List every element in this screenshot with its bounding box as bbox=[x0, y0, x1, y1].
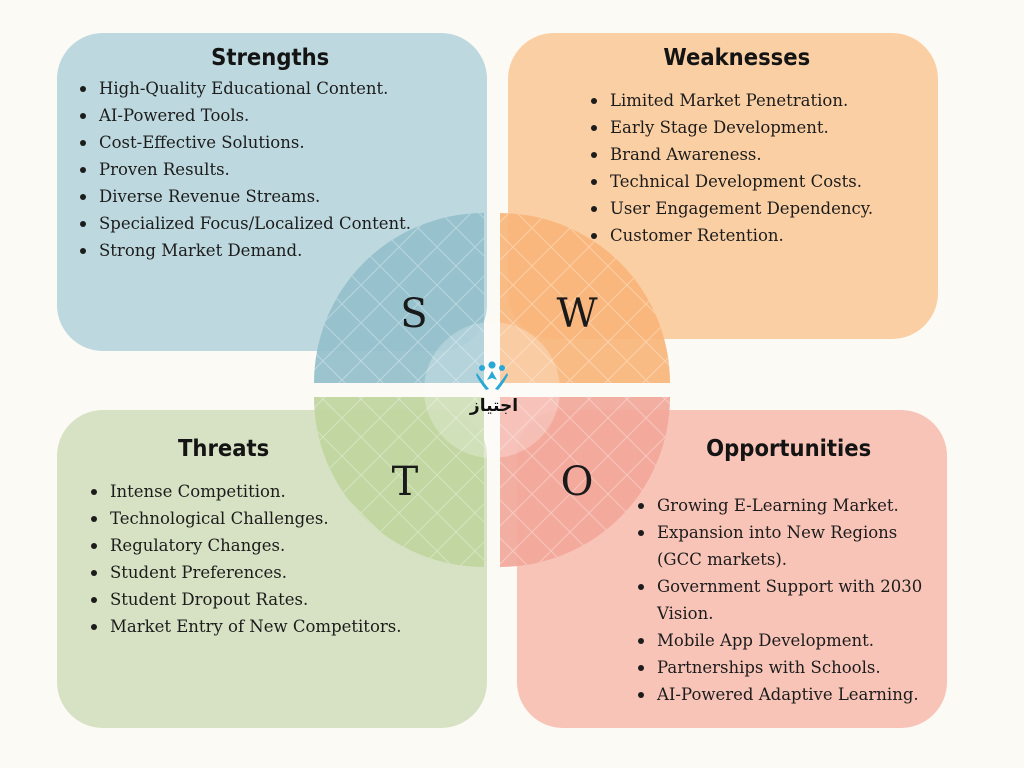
opportunities-list: Growing E-Learning Market.Expansion into… bbox=[635, 492, 935, 708]
list-item: Partnerships with Schools. bbox=[635, 654, 935, 681]
logo-text: اجتياز bbox=[469, 396, 519, 416]
list-item: Student Preferences. bbox=[88, 559, 478, 586]
list-item: High-Quality Educational Content. bbox=[77, 75, 487, 102]
list-item: Cost-Effective Solutions. bbox=[77, 129, 487, 156]
wedge-pattern bbox=[314, 213, 670, 567]
opportunities-title: Opportunities bbox=[706, 436, 872, 462]
letter-t: T bbox=[392, 459, 419, 505]
list-item: Student Dropout Rates. bbox=[88, 586, 478, 613]
list-item: Proven Results. bbox=[77, 156, 487, 183]
list-item: Growing E-Learning Market. bbox=[635, 492, 935, 519]
letter-w: W bbox=[556, 291, 597, 337]
letter-o: O bbox=[561, 459, 594, 505]
list-item: Brand Awareness. bbox=[588, 141, 928, 168]
people-group-icon bbox=[476, 361, 508, 390]
list-item: User Engagement Dependency. bbox=[588, 195, 928, 222]
list-item: Regulatory Changes. bbox=[88, 532, 478, 559]
list-item: Technical Development Costs. bbox=[588, 168, 928, 195]
list-item: Technological Challenges. bbox=[88, 505, 478, 532]
center-hub bbox=[424, 322, 560, 458]
list-item: Diverse Revenue Streams. bbox=[77, 183, 487, 210]
list-item: Early Stage Development. bbox=[588, 114, 928, 141]
list-item: Expansion into New Regions (GCC markets)… bbox=[635, 519, 935, 573]
threats-list: Intense Competition.Technological Challe… bbox=[88, 478, 478, 640]
list-item: Government Support with 2030 Vision. bbox=[635, 573, 935, 627]
letter-s: S bbox=[400, 291, 427, 337]
list-item: Mobile App Development. bbox=[635, 627, 935, 654]
strengths-title: Strengths bbox=[211, 45, 330, 71]
list-item: Intense Competition. bbox=[88, 478, 478, 505]
list-item: Strong Market Demand. bbox=[77, 237, 487, 264]
threats-title: Threats bbox=[177, 436, 270, 462]
list-item: Specialized Focus/Localized Content. bbox=[77, 210, 487, 237]
list-item: AI-Powered Tools. bbox=[77, 102, 487, 129]
list-item: Customer Retention. bbox=[588, 222, 928, 249]
weaknesses-title: Weaknesses bbox=[663, 45, 811, 71]
strengths-list: High-Quality Educational Content.AI-Powe… bbox=[77, 75, 487, 264]
list-item: AI-Powered Adaptive Learning. bbox=[635, 681, 935, 708]
list-item: Market Entry of New Competitors. bbox=[88, 613, 478, 640]
list-item: Limited Market Penetration. bbox=[588, 87, 928, 114]
weaknesses-list: Limited Market Penetration.Early Stage D… bbox=[588, 87, 928, 249]
